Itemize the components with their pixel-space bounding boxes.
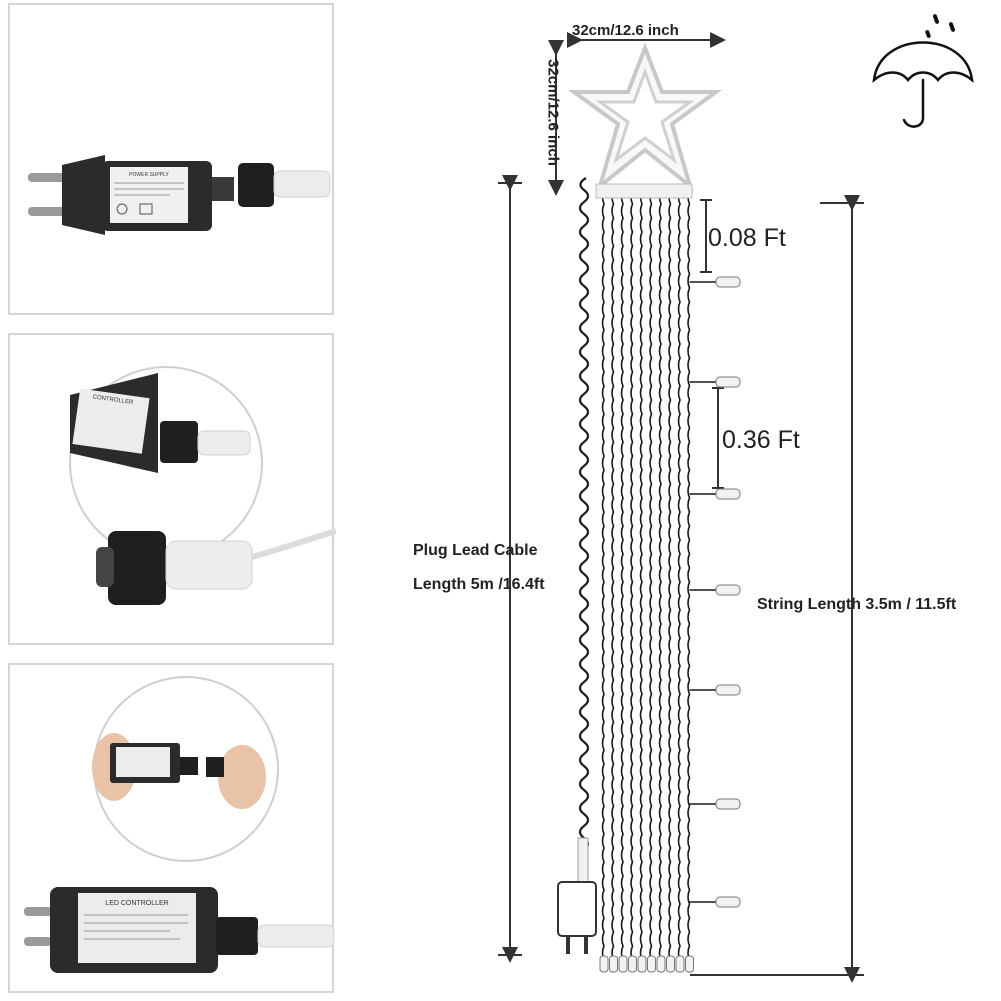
led-controller-illustration: LED CONTROLLER: [24, 676, 335, 973]
led-bulb: [715, 376, 741, 388]
light-strand: [601, 189, 605, 961]
hand-right: [218, 745, 266, 809]
plug-prong-bottom: [28, 207, 68, 216]
led-bulb-bottom: [656, 955, 666, 973]
led-bulb-bottom: [685, 955, 694, 973]
connector-closeup-illustration: CONTROLLER: [69, 366, 336, 605]
string-length-label: String Length 3.5m / 11.5ft: [757, 596, 957, 613]
led-bulb-bottom: [628, 955, 637, 973]
clear-cable-end-large: [165, 540, 253, 590]
adapter-label-text: POWER SUPPLY: [129, 172, 169, 178]
connector-cap-large: [108, 531, 166, 605]
power-supply-illustration: POWER SUPPLY: [28, 155, 331, 235]
light-strand: [677, 189, 681, 961]
led-bulb: [715, 684, 741, 696]
led-bulb: [715, 276, 741, 288]
connector-pins: [96, 547, 114, 587]
clear-cable-end: [197, 430, 251, 456]
plug-icon: [62, 155, 105, 235]
clear-cable-end: [273, 170, 331, 198]
controller-label: [72, 388, 150, 454]
light-strand: [620, 189, 624, 961]
star-height-label: 32cm/12.6 inch: [544, 59, 562, 166]
star-connector-band: [595, 183, 693, 199]
star-width-label: 32cm/12.6 inch: [572, 22, 679, 39]
led-bulb: [715, 584, 741, 596]
controller-label-text: CONTROLLER: [92, 394, 134, 406]
plug-prong-bottom: [24, 937, 52, 946]
led-bulb: [715, 896, 741, 908]
spacing-between-label: 0.36 Ft: [722, 426, 800, 454]
threaded-connector: [160, 421, 198, 463]
star-topper-icon: [567, 42, 723, 192]
led-controller-panel: LED CONTROLLER: [8, 663, 335, 993]
light-strand: [611, 189, 615, 961]
light-strand: [639, 189, 643, 961]
plug-prong-top: [24, 907, 52, 916]
lead-cable: [578, 177, 590, 851]
light-strand: [658, 189, 662, 961]
mini-controller-label: [116, 747, 170, 777]
led-bulb-bottom: [599, 955, 609, 973]
led-bulb-bottom: [609, 955, 618, 973]
clear-cable: [251, 528, 336, 560]
power-supply-panel: POWER SUPPLY: [8, 3, 334, 315]
clear-cable-end: [257, 924, 335, 948]
threaded-connector: [216, 917, 258, 955]
connector-cap: [238, 163, 274, 207]
led-bulb-bottom: [618, 955, 628, 973]
light-strand: [630, 189, 634, 961]
light-strand: [687, 189, 691, 961]
threaded-connector: [212, 177, 234, 201]
led-bulb: [715, 798, 741, 810]
plug-icon: [557, 837, 597, 954]
led-bulb: [715, 488, 741, 500]
connector-closeup-panel: CONTROLLER: [8, 333, 336, 645]
led-bulb-bottom: [675, 955, 685, 973]
spacing-top-label: 0.08 Ft: [708, 224, 786, 252]
plug-lead-label-line1: Plug Lead Cable: [413, 542, 538, 559]
umbrella-icon: [872, 41, 974, 128]
rain-drops-icon: [925, 14, 956, 38]
led-bulb-bottom: [637, 955, 647, 973]
plug-prong-top: [28, 173, 68, 182]
led-bulb-bottom: [666, 955, 675, 973]
light-strings: [595, 183, 741, 973]
led-controller-label: [78, 893, 196, 963]
plug-lead-label-line2: Length 5m /16.4ft: [413, 576, 545, 593]
led-bulb-bottom: [647, 955, 656, 973]
led-controller-label-text: LED CONTROLLER: [105, 900, 168, 907]
light-strand: [668, 189, 672, 961]
light-strand: [649, 189, 653, 961]
